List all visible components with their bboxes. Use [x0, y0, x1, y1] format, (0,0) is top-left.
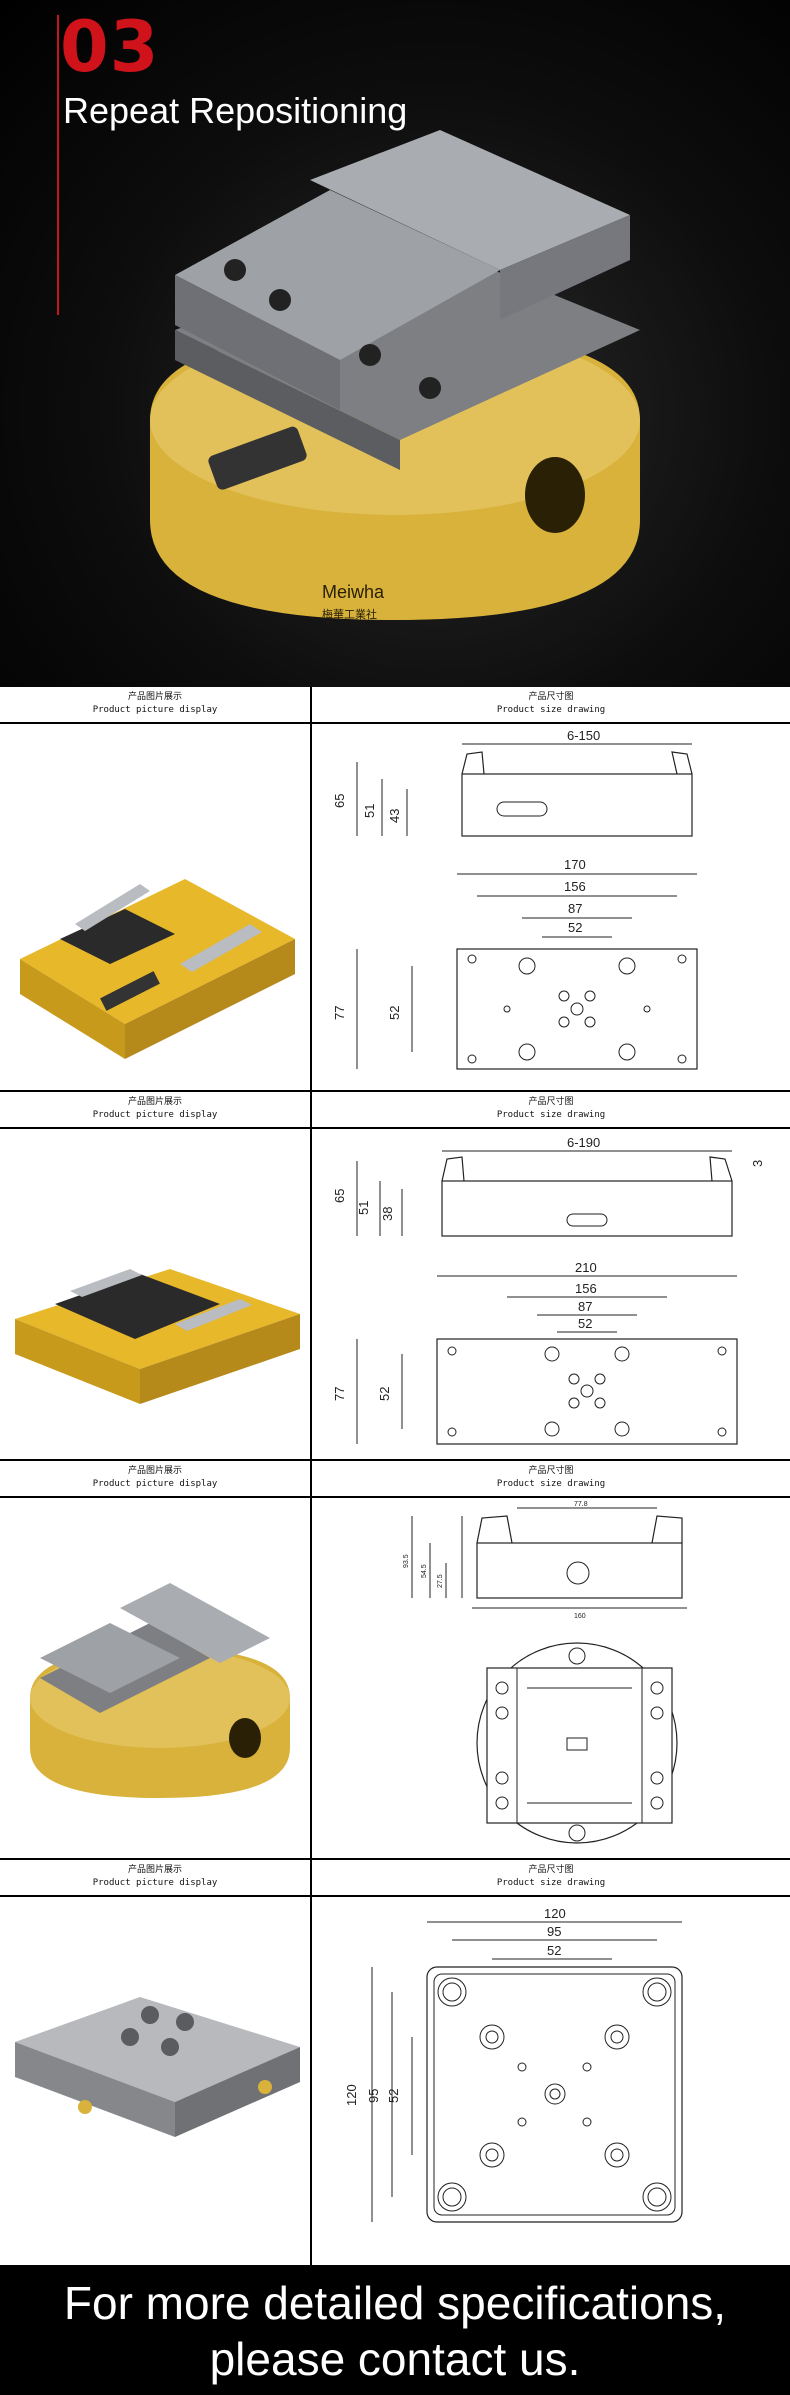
table-divider: [0, 722, 790, 724]
header-size-drawing: 产品尺寸图 Product size drawing: [312, 1092, 790, 1127]
dim-w4: 52: [568, 920, 582, 935]
header-zh: 产品图片展示: [127, 1097, 182, 1107]
dim-w2: 156: [575, 1281, 597, 1296]
footer-line-2: please contact us.: [209, 2333, 581, 2385]
dim-h1: 65: [332, 794, 347, 808]
size-drawing-3: 77.8 160 93.5 54.5 27.5: [312, 1498, 790, 1858]
header-zh: 产品尺寸图: [528, 1097, 574, 1107]
dim-w1: 120: [544, 1906, 566, 1921]
product-picture-2: [0, 1129, 310, 1459]
product-picture-3: [0, 1498, 310, 1858]
table-divider: [0, 1858, 790, 1860]
spec-table: 产品图片展示 Product picture display 产品尺寸图 Pro…: [0, 687, 790, 2265]
dim-top: 6-190: [567, 1135, 600, 1150]
size-drawing-4: 120 95 52 120 9: [312, 1897, 790, 2265]
hero-vise-illustration: Meiwha 梅華工業社: [150, 130, 640, 621]
table-divider: [0, 1459, 790, 1461]
vise-photo-3: [30, 1583, 290, 1798]
dim-w2: 95: [547, 1924, 561, 1939]
header-product-picture: 产品图片展示 Product picture display: [0, 687, 310, 722]
header-zh: 产品图片展示: [127, 692, 182, 702]
dim-h2: 51: [356, 1201, 371, 1215]
header-en: Product picture display: [92, 1479, 218, 1489]
dim-w2: 156: [564, 879, 586, 894]
dim-h1: 93.5: [403, 1554, 410, 1568]
dim-side: 3: [750, 1160, 765, 1167]
accent-line: [57, 15, 59, 315]
header-zh: 产品尺寸图: [528, 692, 574, 702]
dim-top: 6-150: [567, 728, 600, 743]
dim-w1: 170: [564, 857, 586, 872]
dim-w4: 52: [578, 1316, 592, 1331]
header-en: Product picture display: [92, 1878, 218, 1888]
header-en: Product size drawing: [496, 1110, 606, 1120]
dim-h1: 120: [344, 2084, 359, 2106]
vise-photo-2: [15, 1269, 300, 1404]
table-divider: [0, 1895, 790, 1897]
dim-w3: 52: [547, 1943, 561, 1958]
header-en: Product size drawing: [496, 705, 606, 715]
section-number: 03: [60, 6, 160, 88]
dim-w1: 210: [575, 1260, 597, 1275]
dim-top: 77.8: [574, 1501, 588, 1508]
table-divider: [0, 1090, 790, 1092]
hero-logo: Meiwha: [322, 582, 385, 602]
plate-photo: [15, 1997, 300, 2137]
header-size-drawing: 产品尺寸图 Product size drawing: [312, 1860, 790, 1895]
footer-line-1: For more detailed specifications,: [63, 2277, 727, 2329]
header-en: Product size drawing: [496, 1878, 606, 1888]
dim-h3: 27.5: [437, 1574, 444, 1588]
drawing-2: 6-190 3 65 51 38 210 156 87 52: [332, 1135, 765, 1445]
header-product-picture: 产品图片展示 Product picture display: [0, 1860, 310, 1895]
header-en: Product picture display: [92, 1110, 218, 1120]
dim-hb: 77: [332, 1387, 347, 1401]
header-size-drawing: 产品尺寸图 Product size drawing: [312, 1461, 790, 1496]
hero-logo-sub: 梅華工業社: [322, 607, 377, 621]
dim-h2: 54.5: [421, 1564, 428, 1578]
header-zh: 产品图片展示: [127, 1865, 182, 1875]
dim-h3: 43: [387, 809, 402, 823]
header-product-picture: 产品图片展示 Product picture display: [0, 1092, 310, 1127]
contact-footer: For more detailed specifications, please…: [0, 2265, 790, 2395]
drawing-1: 6-150 65 51 43 170 156 87 52: [332, 728, 698, 1070]
table-divider-vertical: [310, 687, 312, 2265]
dim-hb: 77: [332, 1006, 347, 1020]
header-product-picture: 产品图片展示 Product picture display: [0, 1461, 310, 1496]
table-divider: [0, 1496, 790, 1498]
table-divider: [0, 1127, 790, 1129]
drawing-3: 77.8 160 93.5 54.5 27.5: [403, 1501, 687, 1844]
header-zh: 产品图片展示: [127, 1466, 182, 1476]
header-zh: 产品尺寸图: [528, 1865, 574, 1875]
size-drawing-2: 6-190 3 65 51 38 210 156 87 52: [312, 1129, 790, 1459]
header-zh: 产品尺寸图: [528, 1466, 574, 1476]
dim-h1: 65: [332, 1189, 347, 1203]
header-en: Product picture display: [92, 705, 218, 715]
dim-w1: 160: [574, 1613, 586, 1620]
dim-hb2: 52: [377, 1387, 392, 1401]
vise-photo-1: [20, 879, 295, 1059]
dim-h3: 52: [386, 2089, 401, 2103]
dim-h3: 38: [380, 1207, 395, 1221]
section-title: Repeat Repositioning: [63, 90, 408, 131]
drawing-4: 120 95 52 120 9: [344, 1906, 683, 2223]
hero-section: 03 Repeat Repositioning Meiwha 梅: [0, 0, 790, 687]
size-drawing-1: 6-150 65 51 43 170 156 87 52: [312, 724, 790, 1090]
dim-w3: 87: [568, 901, 582, 916]
dim-w3: 87: [578, 1299, 592, 1314]
header-size-drawing: 产品尺寸图 Product size drawing: [312, 687, 790, 722]
dim-hb2: 52: [387, 1006, 402, 1020]
dim-h2: 51: [362, 804, 377, 818]
product-picture-4: [0, 1897, 310, 2265]
dim-h2: 95: [366, 2089, 381, 2103]
product-picture-1: [0, 724, 310, 1090]
header-en: Product size drawing: [496, 1479, 606, 1489]
